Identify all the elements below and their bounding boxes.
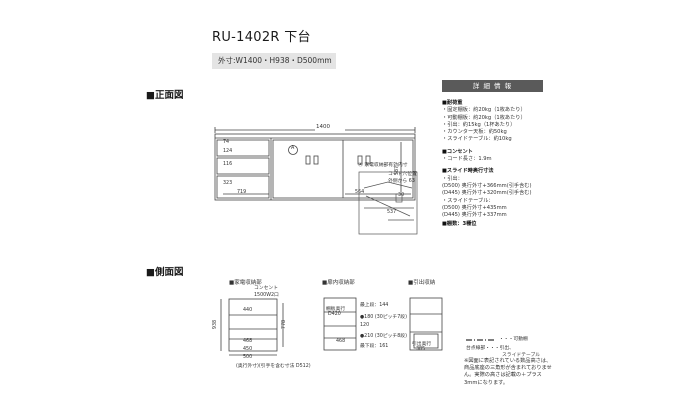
spec-header: 詳 細 情 報 bbox=[442, 80, 543, 92]
dim-537: 537 bbox=[387, 210, 397, 215]
dim-564: 564 bbox=[355, 190, 365, 195]
marker-a: A bbox=[291, 146, 295, 151]
cabinet-pitch-180: ●180 (30ピッチ7段) bbox=[360, 315, 407, 320]
dim-500: 500 bbox=[243, 355, 253, 360]
cabinet-dim-468: 468 bbox=[336, 339, 346, 344]
dim-778: 778 bbox=[282, 319, 288, 330]
legend-line-icon bbox=[466, 339, 494, 341]
dim-440: 440 bbox=[243, 308, 253, 313]
spec-heading-outlet: ■コンセント bbox=[442, 148, 473, 155]
dim-938: 938 bbox=[213, 319, 219, 330]
dim-468: 468 bbox=[243, 339, 253, 344]
side-appliance-drawing bbox=[220, 298, 284, 356]
dim-124: 124 bbox=[223, 149, 233, 154]
dim-width: 1400 bbox=[316, 124, 330, 130]
side-cabinet-label: ■扉内収納部 bbox=[322, 280, 355, 286]
detail-drawing bbox=[358, 171, 418, 235]
cabinet-bottom: 最下段：161 bbox=[360, 344, 389, 349]
detail-cord-sub: 外側から 63 bbox=[388, 179, 415, 184]
spec-row: (D445) 奥行外寸+320mm(引手含む) bbox=[442, 190, 532, 197]
outer-size: 外寸:W1400・H938・D500mm bbox=[212, 53, 336, 69]
side-drawer-drawing bbox=[409, 297, 443, 351]
detail-label: Ⓐ 家電収納部有効内寸 bbox=[358, 163, 408, 168]
front-view-drawing bbox=[214, 127, 416, 201]
cabinet-pitch-210: ●210 (30ピッチ8段) bbox=[360, 334, 407, 339]
spec-row: (D500) 奥行外寸+435mm bbox=[442, 204, 507, 211]
spec-heading-load: ■耐荷重 bbox=[442, 100, 463, 106]
detail-cord: コード穴位置 bbox=[388, 172, 417, 177]
side-appliance-label: ■家電収納部 bbox=[229, 280, 262, 286]
dim-74: 74 bbox=[223, 140, 230, 145]
dim-30: 30 bbox=[398, 193, 405, 198]
spec-panel: ■耐荷重 ・固定棚板：約20kg（1枚あたり） ・可動棚板：約20kg（1枚あた… bbox=[442, 97, 572, 229]
shelf-depth-value: D420 bbox=[328, 312, 341, 317]
side-view-heading: ■側面図 bbox=[146, 267, 184, 278]
front-view-heading: ■正面図 bbox=[146, 90, 184, 101]
spec-row: (D500) 奥行外寸+366mm(引手含む) bbox=[442, 182, 532, 189]
spec-heading-slide: ■スライド時奥行寸法 bbox=[442, 168, 494, 175]
dim-116: 116 bbox=[223, 162, 233, 167]
spec-row: ・固定棚板：約20kg（1枚あたり） bbox=[442, 107, 526, 114]
legend-movable: ・・・可動棚 bbox=[499, 337, 528, 342]
legend-slide: スライドテーブル bbox=[502, 353, 541, 358]
spec-row: ・カウンター天板：約50kg bbox=[442, 129, 507, 136]
side-cabinet-drawing bbox=[323, 297, 357, 351]
drawer-depth-value: 385 bbox=[416, 347, 426, 352]
spec-row: ・スライドテーブル： bbox=[442, 197, 494, 204]
spec-heading-shelves: ■棚数：3種位 bbox=[442, 221, 477, 228]
spec-row: ・引出：約15kg（1杯あたり） bbox=[442, 121, 516, 128]
cabinet-dim-120: 120 bbox=[360, 323, 370, 328]
dim-719: 719 bbox=[237, 190, 247, 195]
dim-323: 323 bbox=[223, 181, 233, 186]
spec-row: (D445) 奥行外寸+337mm bbox=[442, 212, 507, 219]
legend-outlet-pos: 台点線部・・・引出、 bbox=[466, 346, 514, 351]
outlet-label: コンセント bbox=[254, 286, 278, 291]
page-title: RU-1402R 下台 bbox=[212, 30, 311, 45]
side-drawer-label: ■引出収納 bbox=[408, 280, 436, 286]
footnote: ※図面に表記されている数品高さは、商品底座の三角形が含まれておりません。実際の高… bbox=[464, 358, 552, 386]
side-depth-note: (奥行外寸)(引手を含む寸法 D512) bbox=[236, 364, 311, 369]
drawer-depth-label: 引出奥行 bbox=[412, 342, 432, 347]
spec-row: ・引出： bbox=[442, 175, 463, 182]
shelf-depth-label: 棚板奥行 bbox=[326, 307, 346, 312]
spec-row: ・可動棚板：約20kg（1枚あたり） bbox=[442, 114, 526, 121]
spec-row: ・スライドテーブル：約10kg bbox=[442, 136, 512, 143]
spec-row: ・コード長さ：1.9m bbox=[442, 156, 492, 163]
dim-450: 450 bbox=[243, 347, 253, 352]
outlet-spec: 1500W2口 bbox=[254, 293, 279, 298]
cabinet-top: 最上段：144 bbox=[360, 303, 389, 308]
